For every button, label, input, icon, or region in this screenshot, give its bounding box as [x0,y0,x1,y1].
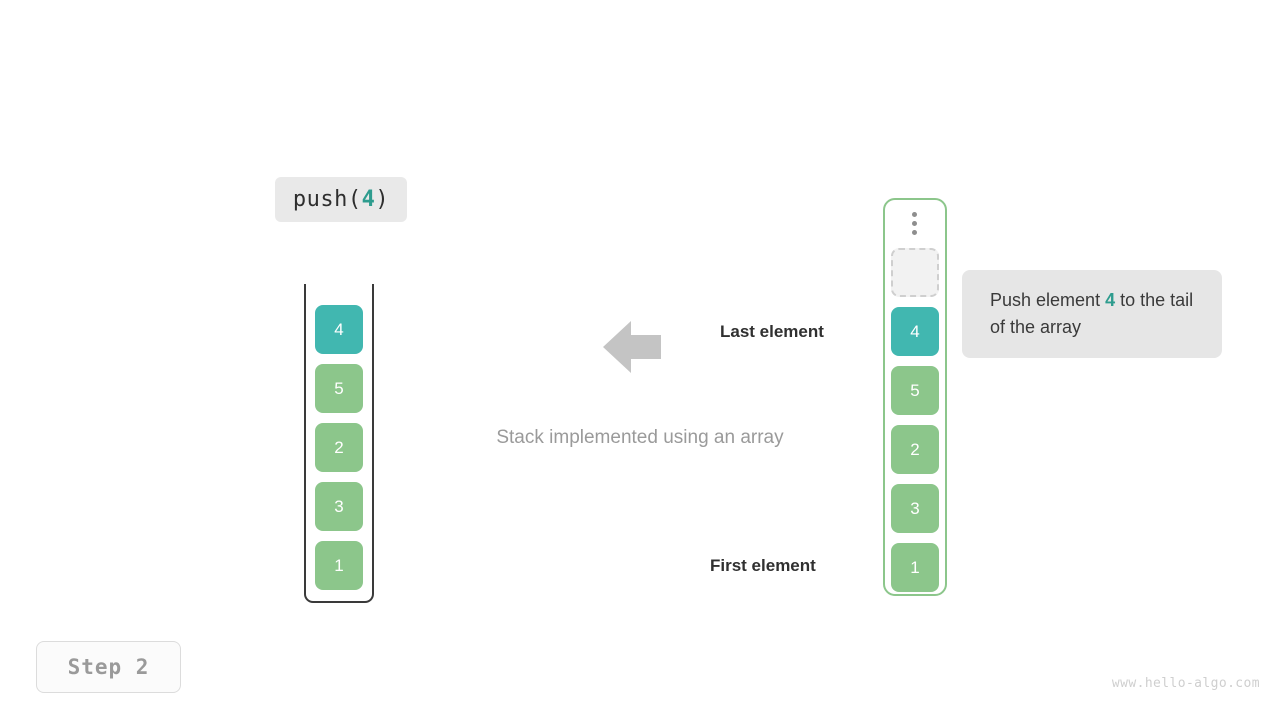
stack-cell: 1 [315,541,363,590]
operation-label: push(4) [275,177,407,222]
array-cell-empty-slot [891,248,939,297]
first-element-label: First element [710,556,816,575]
stack-cell: 5 [315,364,363,413]
ellipsis-dot [911,230,917,235]
tooltip-text-before: Push element [990,290,1106,310]
stack-cell: 4 [315,305,363,354]
operation-argument: 4 [361,187,376,212]
array-cell: 4 [891,307,939,356]
last-element-label: Last element [720,322,824,341]
array-cell: 1 [891,543,939,592]
array-cell-list: 4 5 2 3 1 [891,248,939,592]
watermark: www.hello-algo.com [1111,676,1260,691]
ellipsis-dot [911,212,917,217]
operation-prefix: push( [292,187,362,212]
left-arrow-icon [603,321,661,373]
array-cell: 3 [891,484,939,533]
stack-cell: 3 [315,482,363,531]
tooltip-highlight-value: 4 [1105,290,1116,310]
vertical-ellipsis-icon [911,212,917,235]
step-badge: Step 2 [36,641,181,693]
array-cell: 2 [891,425,939,474]
tooltip-text-after: to the tail of the array [990,290,1194,337]
stack-container-frame [304,284,374,603]
stack-cell: 2 [315,423,363,472]
array-container-frame [883,198,947,596]
tooltip-callout: Push element 4 to the tail of the array [962,270,1222,358]
array-cell: 5 [891,366,939,415]
stack-caption: Stack implemented using an array [496,427,784,448]
operation-suffix: ) [375,187,390,212]
ellipsis-dot [911,221,917,226]
stack-cell-list: 4 5 2 3 1 [315,305,363,590]
